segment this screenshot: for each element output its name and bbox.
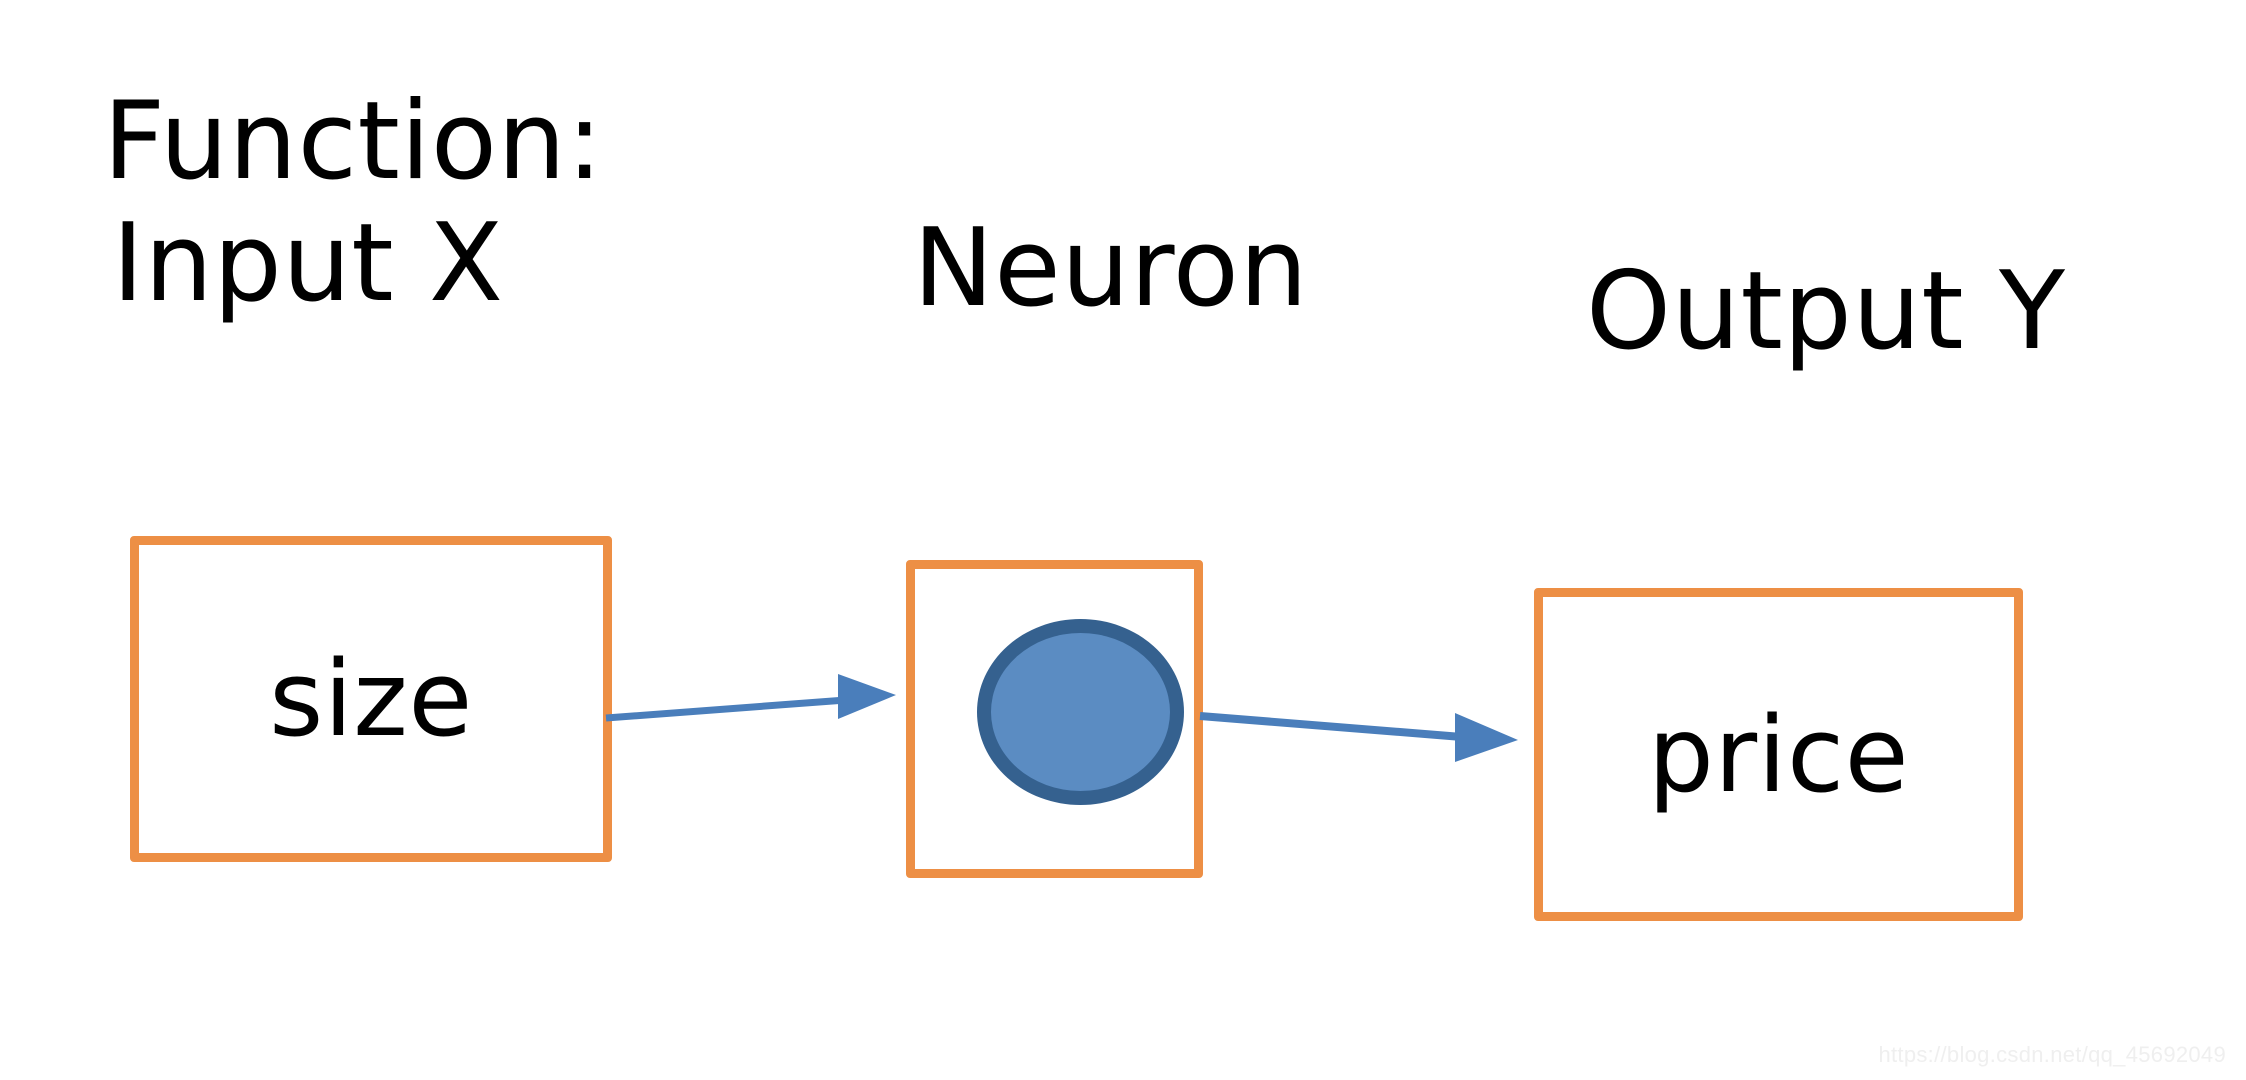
watermark-text: https://blog.csdn.net/qq_45692049 [1878,1042,2226,1067]
arrow-input-to-neuron-icon [605,674,896,722]
output-node-text: price [1647,693,1910,816]
output-node-box: price [1534,588,2023,921]
output-y-label: Output Y [1586,249,2066,374]
input-node-text: size [269,638,473,760]
neuron-circle-icon [977,619,1184,805]
neuron-node-box [906,560,1203,878]
input-node-box: size [130,536,612,862]
function-title-label: Function: [103,79,604,204]
input-x-label: Input X [112,201,504,326]
neuron-label: Neuron [913,206,1309,331]
arrow-neuron-to-output-icon [1199,712,1518,762]
